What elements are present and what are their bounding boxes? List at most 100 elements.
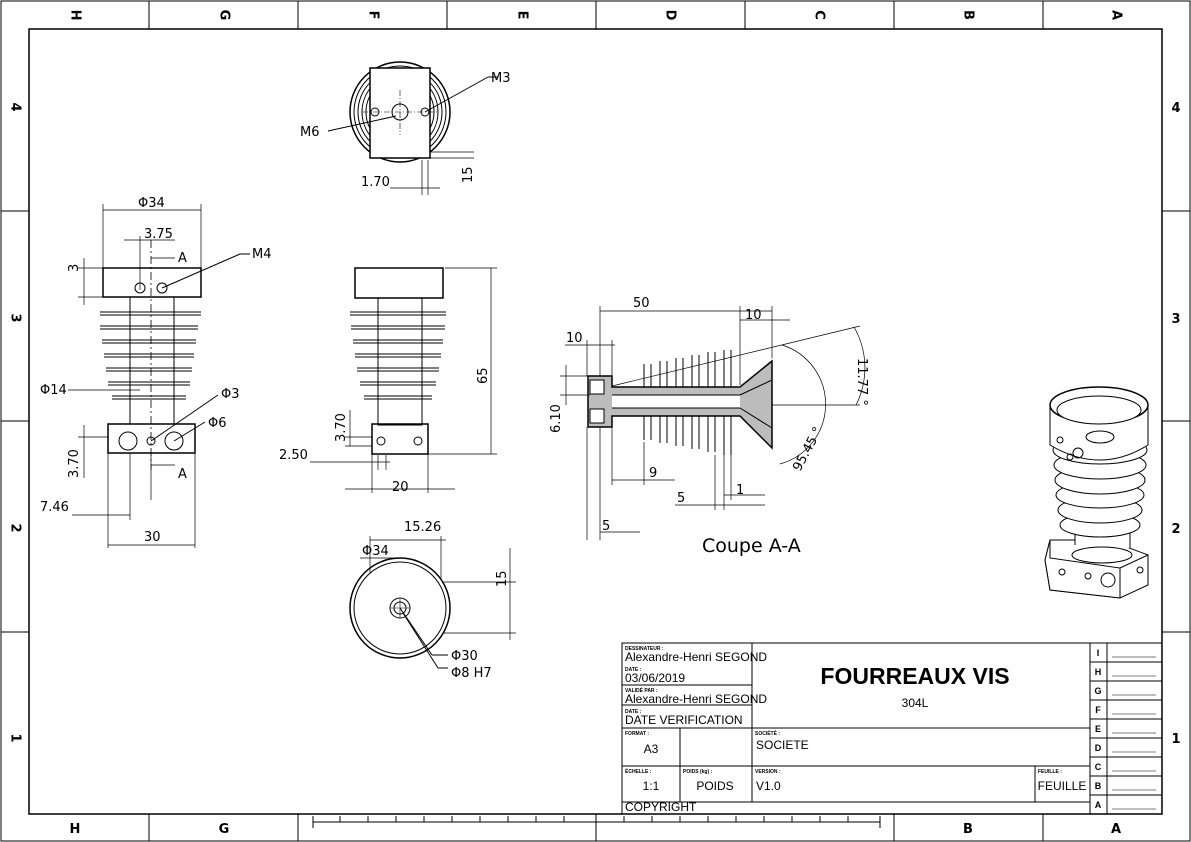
frame-zone-letters-bottom: H G B A [70, 822, 1121, 837]
dim-10-left: 10 [566, 331, 583, 346]
side-view [310, 267, 497, 493]
zone-number: 1 [1171, 732, 1180, 747]
frame-zone-numbers: 4 3 2 1 4 3 2 1 [8, 101, 1181, 747]
dim-5-bottom: 5 [602, 519, 610, 534]
dim-phi-8-h7: Φ8 H7 [451, 666, 492, 681]
dim-m3: M3 [491, 71, 511, 86]
zone-letter: G [219, 822, 230, 837]
dim-3-70: 3.70 [67, 449, 82, 478]
zone-letter: D [663, 10, 678, 21]
version-value: V1.0 [756, 779, 781, 793]
revision-letter: H [1095, 667, 1102, 677]
sheet-label: FEUILLE : [1038, 769, 1062, 775]
dim-3-75: 3.75 [144, 227, 173, 242]
zone-letter: H [68, 10, 83, 21]
revision-letter: A [1095, 800, 1102, 810]
zone-letter: H [70, 822, 81, 837]
section-title: Coupe A-A [702, 535, 801, 557]
validated-name: Alexandre-Henri SEGOND [625, 692, 767, 706]
title-block-text: DESSINATEUR : Alexandre-Henri SEGOND DAT… [625, 646, 1086, 814]
dim-15: 15 [461, 166, 476, 183]
frame-zone-letters-top: H G F E D C B A [68, 10, 1124, 21]
dim-9: 9 [649, 466, 657, 481]
dim-2-50: 2.50 [279, 448, 308, 463]
dim-phi-14: Φ14 [40, 383, 67, 398]
dim-1: 1 [736, 483, 744, 498]
dim-1-70: 1.70 [361, 175, 390, 190]
zone-letter: E [515, 11, 530, 20]
dim-5: 5 [677, 491, 685, 506]
drawing-title: FOURREAUX VIS [820, 663, 1009, 689]
dim-15: 15 [495, 570, 510, 587]
revision-letter: F [1095, 705, 1101, 715]
section-mark-a: A [178, 467, 187, 482]
dim-10-top: 10 [745, 308, 762, 323]
dim-65: 65 [476, 367, 491, 384]
date-label: DATE : [625, 667, 642, 673]
sheet-value: FEUILLE [1038, 779, 1087, 793]
zone-letter: C [812, 10, 827, 20]
zone-letter: F [366, 11, 381, 20]
company-label: SOCIÉTÉ : [755, 729, 780, 737]
copyright-text: COPYRIGHT [625, 800, 697, 814]
zone-letter: G [217, 10, 232, 21]
dim-50: 50 [633, 296, 650, 311]
drawer-name: Alexandre-Henri SEGOND [625, 650, 767, 664]
dim-3: 3 [67, 264, 82, 272]
dim-phi-6: Φ6 [208, 416, 227, 431]
zone-letter: A [1111, 822, 1121, 837]
dim-6-10: 6.10 [549, 404, 564, 433]
dim-angle-95-45: 95.45 ° [790, 425, 826, 474]
revision-letter: I [1097, 648, 1100, 658]
dim-angle-11-77: 11.77 ° [854, 358, 869, 406]
date2-label: DATE : [625, 709, 642, 715]
dim-phi-34: Φ34 [362, 544, 389, 559]
bottom-view [349, 536, 516, 669]
scale-label: ÉCHELLE : [625, 767, 652, 775]
revision-letter: E [1095, 724, 1101, 734]
revision-letters: I H G F E D C B A [1094, 648, 1101, 810]
top-view [327, 61, 498, 195]
dim-15-26: 15.26 [404, 520, 441, 535]
zone-number: 4 [1171, 101, 1180, 116]
zone-number: 4 [8, 102, 23, 111]
dim-7-46: 7.46 [40, 500, 69, 515]
section-mark-a: A [178, 251, 187, 266]
validated-label: VALIDÉ PAR : [625, 686, 658, 694]
zone-letter: B [963, 822, 973, 837]
material-value: 304L [902, 696, 929, 710]
zone-number: 2 [8, 523, 23, 532]
revision-letter: B [1095, 781, 1102, 791]
weight-value: POIDS [696, 779, 733, 793]
dim-m6: M6 [300, 125, 320, 140]
revision-letter: D [1095, 743, 1102, 753]
verification-date: DATE VERIFICATION [625, 713, 743, 727]
drawing-date: 03/06/2019 [625, 671, 685, 685]
weight-label: POIDS (kg) : [683, 769, 713, 775]
dim-phi-30: Φ30 [451, 649, 478, 664]
zone-number: 1 [8, 733, 23, 742]
dim-phi-3: Φ3 [221, 387, 240, 402]
dim-20: 20 [392, 480, 409, 495]
scale-value: 1:1 [643, 779, 660, 793]
format-value: A3 [644, 742, 659, 756]
revision-letter: G [1094, 686, 1101, 696]
company-value: SOCIETE [756, 738, 809, 752]
section-view [560, 306, 866, 540]
drawer-label: DESSINATEUR : [625, 646, 664, 652]
format-label: FORMAT : [625, 731, 649, 737]
title-block [621, 642, 1163, 815]
zone-number: 3 [1171, 312, 1180, 327]
zone-letter: B [961, 10, 976, 20]
dim-m4: M4 [252, 247, 272, 262]
dim-3-70: 3.70 [334, 413, 349, 442]
zone-number: 2 [1171, 522, 1180, 537]
front-view [68, 204, 250, 548]
dim-phi-34: Φ34 [138, 196, 165, 211]
isometric-view [1044, 386, 1149, 599]
revision-letter: C [1095, 762, 1102, 772]
zone-letter: A [1109, 10, 1124, 20]
dim-30: 30 [144, 530, 161, 545]
